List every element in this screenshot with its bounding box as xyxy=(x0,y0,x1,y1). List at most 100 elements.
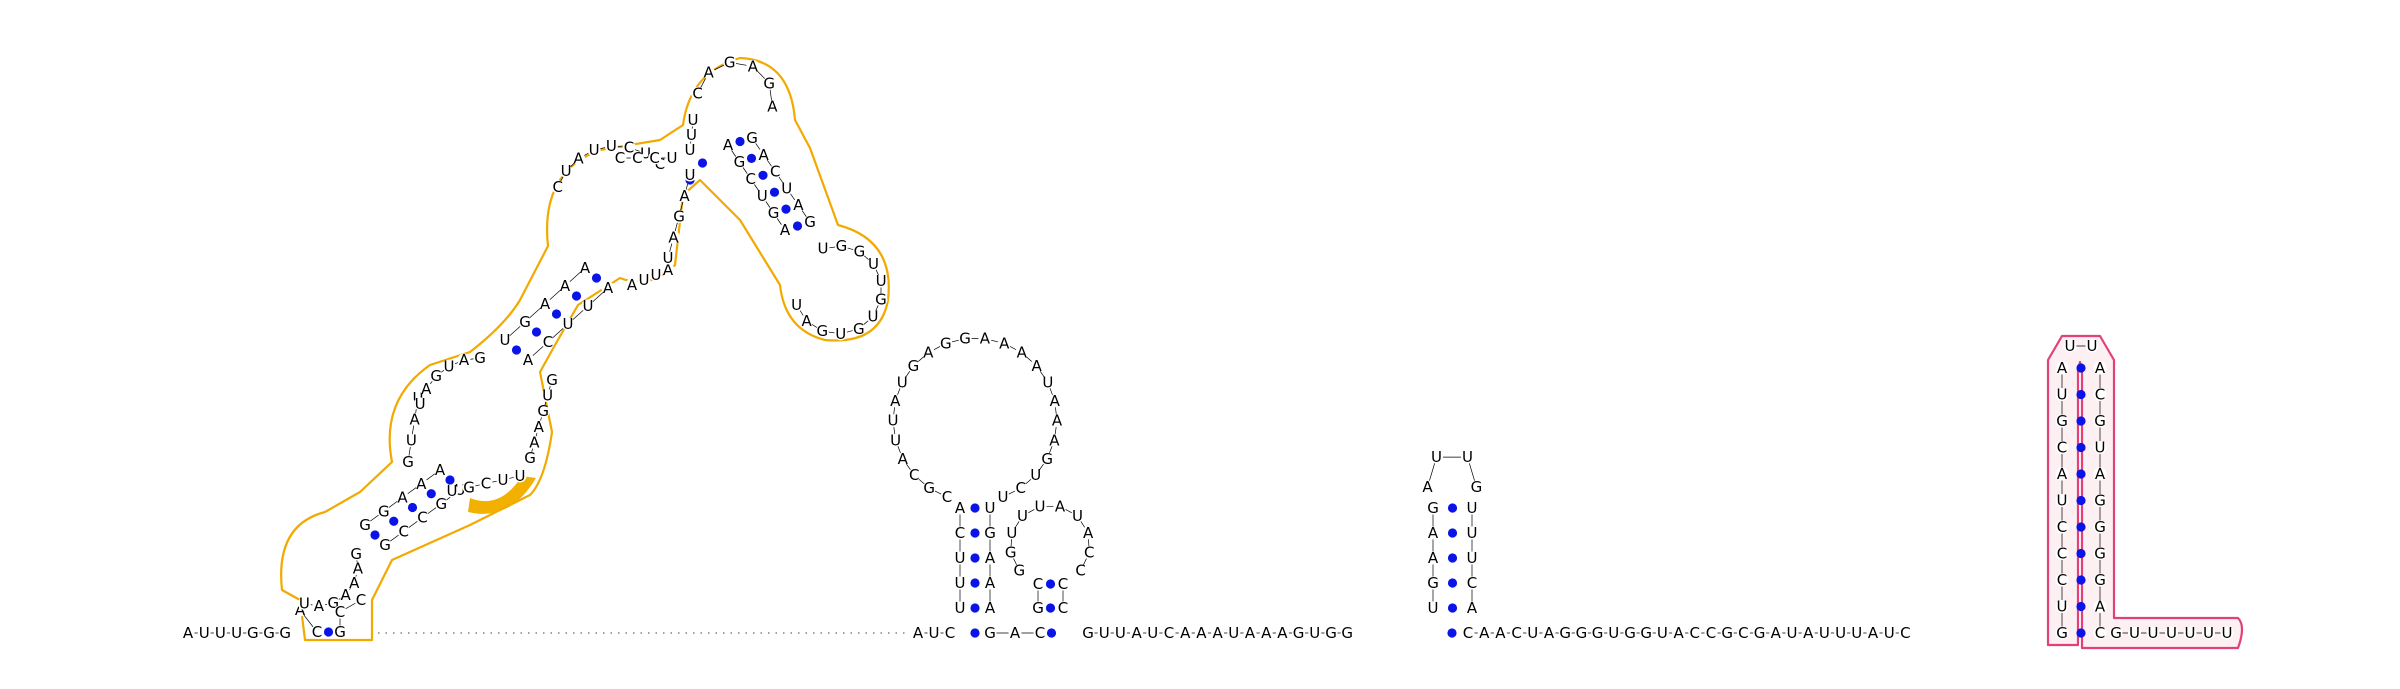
nucleotide-bg xyxy=(1421,480,1435,494)
nucleotide-bg xyxy=(347,576,361,590)
nucleotide-bg xyxy=(2146,626,2160,640)
nucleotide-U: U xyxy=(2065,337,2076,355)
backbone-lines xyxy=(188,62,2227,634)
nucleotide-U: U xyxy=(2166,624,2177,642)
nucleotide-U: U xyxy=(2185,624,2196,642)
nucleotide-bg xyxy=(1465,526,1479,540)
nucleotide-bg xyxy=(414,477,428,491)
nucleotide-C: C xyxy=(632,149,642,167)
nucleotide-bg xyxy=(1834,626,1848,640)
nucleotide-G: G xyxy=(875,291,887,309)
nucleotide-G: G xyxy=(836,237,848,255)
domain5-pair-dot xyxy=(2076,628,2086,638)
nucleotide-G: G xyxy=(1041,450,1053,468)
nucleotide-bg xyxy=(1014,481,1028,495)
nucleotide-bg xyxy=(886,414,900,428)
nucleotide-bg xyxy=(558,279,572,293)
nucleotide-bg xyxy=(778,223,792,237)
nucleotide-G: G xyxy=(1721,624,1733,642)
domain-outlines xyxy=(280,56,2244,650)
nucleotide-bg xyxy=(498,333,512,347)
nucleotide-bg xyxy=(1465,601,1479,615)
domain5-pair-dot xyxy=(2076,601,2086,612)
domain1-arm-pair-dot xyxy=(792,221,803,231)
nucleotide-bg xyxy=(921,346,935,360)
nucleotide-bg xyxy=(2093,361,2107,375)
nucleotide-G: G xyxy=(804,213,816,231)
nucleotide-G: G xyxy=(984,524,996,542)
nucleotide-C: C xyxy=(312,623,322,641)
domain5-pair-dot xyxy=(2076,522,2086,532)
nucleotide-bg xyxy=(473,351,487,365)
nucleotide-U: U xyxy=(757,187,768,205)
nucleotide-bg xyxy=(1146,626,1160,640)
nucleotide-U: U xyxy=(1072,507,1083,525)
nucleotide-A: A xyxy=(314,597,325,615)
nucleotide-bg xyxy=(1882,626,1896,640)
nucleotide-A: A xyxy=(1052,412,1063,430)
domain5-pair-dot xyxy=(2076,442,2086,453)
nucleotide-bg xyxy=(2109,626,2123,640)
nucleotide-C: C xyxy=(1511,624,1521,642)
nucleotide-A: A xyxy=(560,277,571,295)
nucleotide-bg xyxy=(721,138,735,152)
nucleotide-bg xyxy=(815,324,829,338)
nucleotide-G: G xyxy=(768,204,780,222)
nucleotide-bg xyxy=(419,382,433,396)
nucleotide-C: C xyxy=(692,84,702,102)
nucleotide-G: G xyxy=(334,623,346,641)
nucleotide-bg xyxy=(2055,547,2069,560)
nucleotide-bg xyxy=(2055,520,2069,534)
nucleotide-A: A xyxy=(1031,357,1042,375)
nucleotide-bg xyxy=(803,215,817,229)
nucleotide-U: U xyxy=(2057,492,2068,510)
nucleotide-G: G xyxy=(940,334,952,352)
nucleotide-A: A xyxy=(1180,624,1191,642)
nucleotide-bg xyxy=(1047,433,1061,447)
nucleotide-G: G xyxy=(1559,624,1571,642)
nucleotide-U: U xyxy=(2095,439,2106,457)
nucleotide-bg xyxy=(672,210,686,223)
nucleotide-bg xyxy=(578,261,592,275)
nucleotide-bg xyxy=(874,293,888,307)
nucleotide-U: U xyxy=(955,599,966,617)
nucleotide-bg xyxy=(1340,626,1354,640)
nucleotide-bg xyxy=(1324,626,1338,640)
nucleotide-U: U xyxy=(231,624,242,642)
nucleotide-G: G xyxy=(1341,624,1353,642)
nucleotide-bg xyxy=(2055,414,2069,428)
nucleotide-A: A xyxy=(668,228,679,246)
nucleotide-bg xyxy=(479,477,493,490)
nucleotide-U: U xyxy=(1309,624,1320,642)
nucleotide-bg xyxy=(732,155,746,169)
nucleotide-U: U xyxy=(1115,624,1126,642)
nucleotide-bg xyxy=(1292,626,1306,640)
nucleotide-G: G xyxy=(327,594,339,612)
domain1-climb-pair-dot xyxy=(426,489,436,499)
nucleotide-bg xyxy=(1461,626,1475,640)
nucleotide-bg xyxy=(911,626,925,640)
nucleotide-A: A xyxy=(999,334,1010,352)
nucleotide-A: A xyxy=(435,461,446,479)
nucleotide-A: A xyxy=(627,276,638,294)
nucleotide-bg xyxy=(181,626,195,640)
nucleotide-C: C xyxy=(649,149,659,167)
nucleotide-A: A xyxy=(1261,624,1272,642)
domain5-pair-dot xyxy=(2076,575,2086,585)
nucleotide-bg xyxy=(983,526,997,540)
nucleotide-bg xyxy=(2063,339,2077,353)
domain3-loop-backbone xyxy=(1010,505,1090,571)
nucleotide-bg xyxy=(1493,626,1507,640)
nucleotide-bg xyxy=(536,404,550,418)
domain1-diag-pair-dot xyxy=(551,309,562,319)
nucleotide-A: A xyxy=(529,433,540,451)
nucleotide-bg xyxy=(1465,576,1479,590)
nucleotide-U: U xyxy=(299,595,310,613)
nucleotide-bg xyxy=(1029,468,1043,482)
nucleotide-A: A xyxy=(985,549,996,567)
nucleotide-bg xyxy=(852,245,866,259)
nucleotide-A: A xyxy=(1868,624,1879,642)
nucleotide-bg xyxy=(433,463,447,477)
nucleotide-G: G xyxy=(350,545,362,563)
